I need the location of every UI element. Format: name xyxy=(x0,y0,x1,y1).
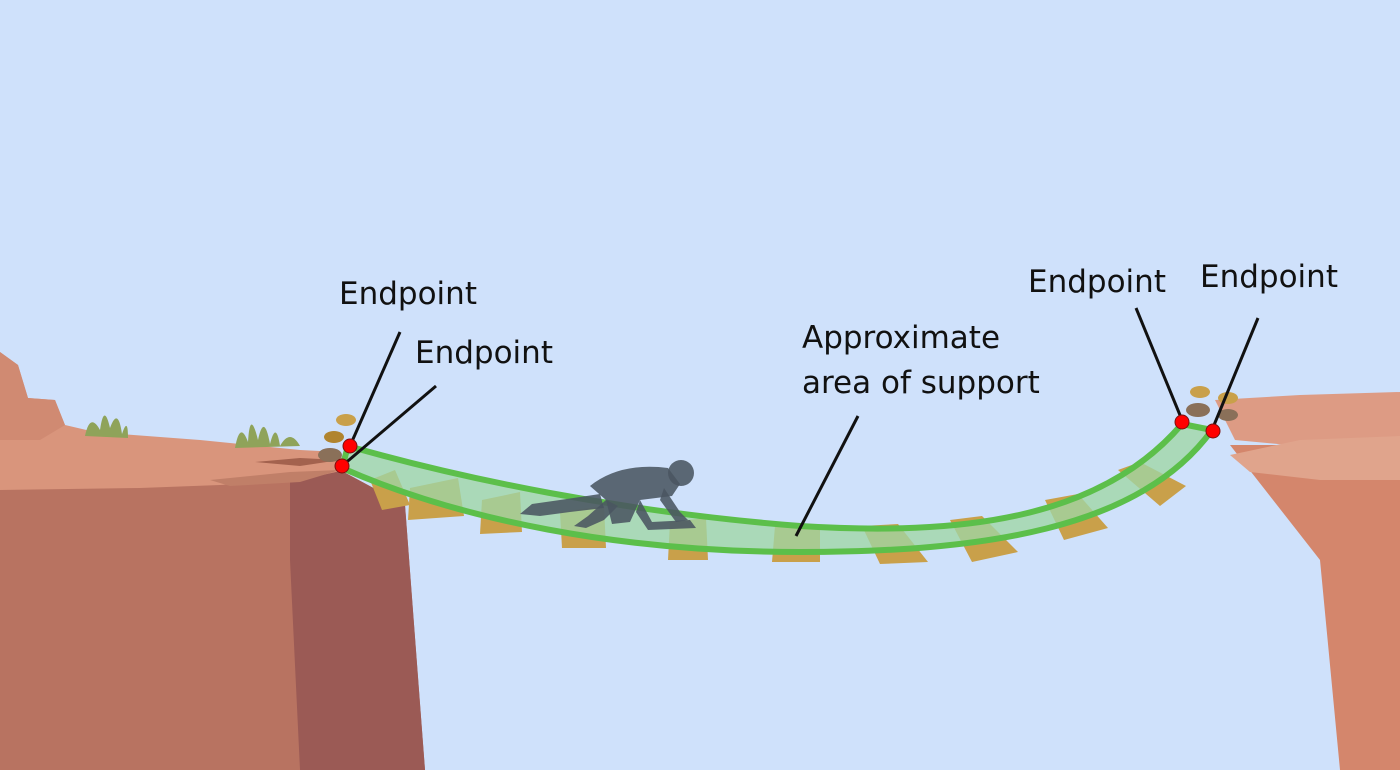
grass-tuft-icon xyxy=(85,415,128,438)
pointer-support xyxy=(794,415,860,537)
grass-tuft-icon xyxy=(235,424,300,448)
endpoint-left-top xyxy=(342,438,358,454)
support-label-line1: Approximate xyxy=(802,320,1000,356)
right-cliff-top xyxy=(1215,392,1400,448)
endpoint-label-left-top: Endpoint xyxy=(339,276,477,312)
endpoint-label-right-outer: Endpoint xyxy=(1200,259,1338,295)
pointer-left-inner xyxy=(341,384,437,468)
endpoint-left-inner xyxy=(334,458,350,474)
left-cliff-top xyxy=(0,352,345,490)
left-cliff-shadow xyxy=(290,470,425,770)
endpoint-right-outer xyxy=(1205,423,1221,439)
right-anchor xyxy=(1186,386,1238,421)
endpoints xyxy=(334,414,1221,474)
right-cliff xyxy=(1215,392,1400,770)
left-cliff xyxy=(0,352,425,770)
pointer-right-outer xyxy=(1210,317,1260,431)
right-cliff-ledge xyxy=(1230,436,1400,480)
left-cliff-ridge xyxy=(210,470,340,486)
endpoint-label-left-inner: Endpoint xyxy=(415,335,553,371)
crawling-person-icon xyxy=(520,460,696,530)
left-anchor xyxy=(318,414,356,462)
left-cliff-crack xyxy=(255,458,340,466)
endpoint-right-inner xyxy=(1174,414,1190,430)
left-cliff-rock xyxy=(0,352,65,440)
endpoint-label-right-inner: Endpoint xyxy=(1028,264,1166,300)
pointer-left-top xyxy=(348,331,402,447)
support-label-line2: area of support xyxy=(802,365,1040,401)
right-cliff-face xyxy=(1230,445,1400,770)
pointer-right-inner xyxy=(1134,307,1184,421)
pointer-lines xyxy=(341,307,1260,537)
